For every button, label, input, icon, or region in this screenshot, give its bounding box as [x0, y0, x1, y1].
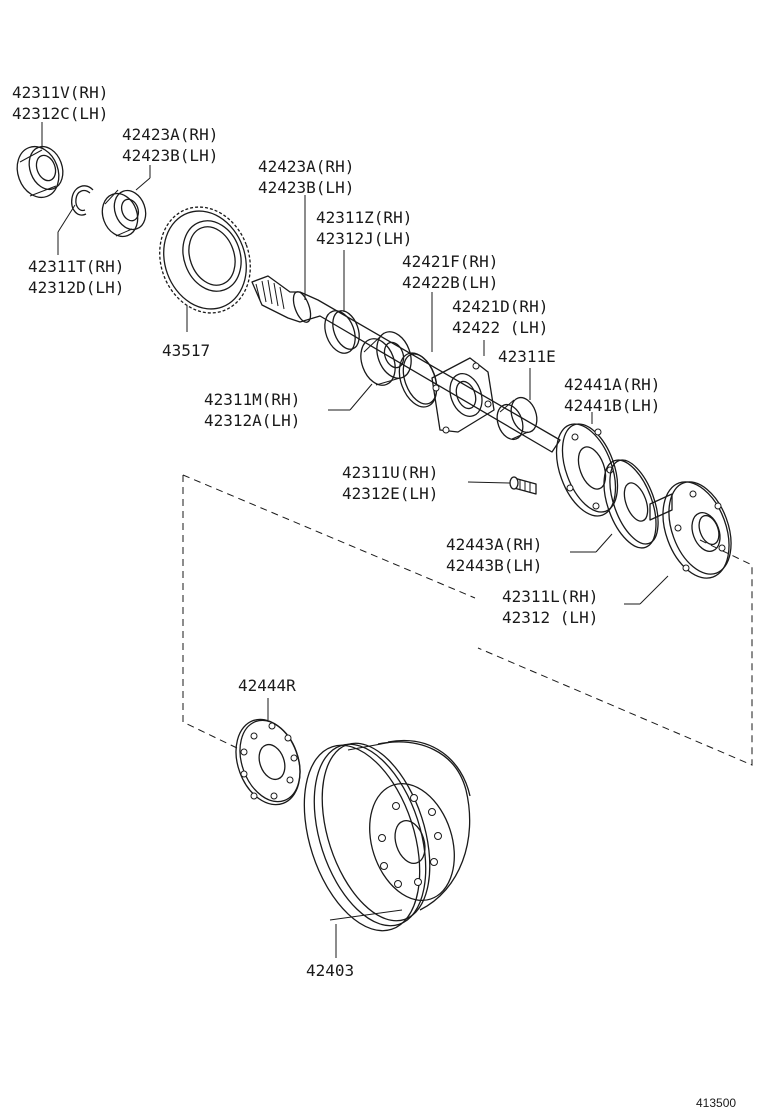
hub-bolt-42311u[interactable] [509, 476, 537, 495]
bearing-42311m[interactable] [355, 327, 417, 390]
label-42443a: 42443A(RH) [446, 535, 542, 554]
axle-shaft-42311[interactable] [251, 275, 561, 453]
label-42312c: 42312C(LH) [12, 104, 108, 123]
label-42312a: 42312A(LH) [204, 411, 300, 430]
spacer-42444r[interactable] [225, 710, 311, 813]
retainer-42311z[interactable] [319, 307, 364, 358]
label-42423b-left: 42423B(LH) [122, 146, 218, 165]
label-42423a-right: 42423A(RH) [258, 157, 354, 176]
label-42311z: 42311Z(RH) [316, 208, 412, 227]
label-42311u: 42311U(RH) [342, 463, 438, 482]
hub-flange-42311l[interactable] [649, 473, 743, 587]
label-42311l: 42311L(RH) [502, 587, 598, 606]
label-42311t: 42311T(RH) [28, 257, 124, 276]
leader-lines [41, 122, 669, 958]
label-42422: 42422 (LH) [452, 318, 548, 337]
collar-42311e[interactable] [493, 394, 542, 443]
label-42422b: 42422B(LH) [402, 273, 498, 292]
bearing-42423a-left[interactable] [97, 186, 151, 241]
label-42311v: 42311V(RH) [12, 83, 108, 102]
label-43517: 43517 [162, 341, 210, 360]
label-42423a-left: 42423A(RH) [122, 125, 218, 144]
label-42441a: 42441A(RH) [564, 375, 660, 394]
label-42421d: 42421D(RH) [452, 297, 548, 316]
assembly-outline [182, 474, 753, 766]
label-42312j: 42312J(LH) [316, 229, 412, 248]
label-42443b: 42443B(LH) [446, 556, 542, 575]
label-42312: 42312 (LH) [502, 608, 598, 627]
bearing-retainer-42421d[interactable] [431, 357, 495, 434]
gasket-42441a[interactable] [545, 416, 628, 524]
sensor-rotor-43517[interactable] [145, 194, 265, 326]
label-42311m: 42311M(RH) [204, 390, 300, 409]
label-42403: 42403 [306, 961, 354, 980]
diagram-reference-number: 413500 [696, 1096, 736, 1110]
part-labels: 42311V(RH) 42312C(LH) 42423A(RH) 42423B(… [12, 83, 736, 1110]
brake-drum-42403[interactable] [283, 730, 471, 946]
o-ring-42421f[interactable] [392, 348, 443, 412]
label-42421f: 42421F(RH) [402, 252, 498, 271]
label-42312e: 42312E(LH) [342, 484, 438, 503]
label-42311e: 42311E [498, 347, 556, 366]
label-42312d: 42312D(LH) [28, 278, 124, 297]
label-42423b-right: 42423B(LH) [258, 178, 354, 197]
label-42444r: 42444R [238, 676, 296, 695]
oil-seal-42311v[interactable] [10, 141, 68, 204]
gasket-42443a[interactable] [594, 453, 668, 555]
snap-ring-42311t[interactable] [71, 185, 94, 216]
label-42441b: 42441B(LH) [564, 396, 660, 415]
